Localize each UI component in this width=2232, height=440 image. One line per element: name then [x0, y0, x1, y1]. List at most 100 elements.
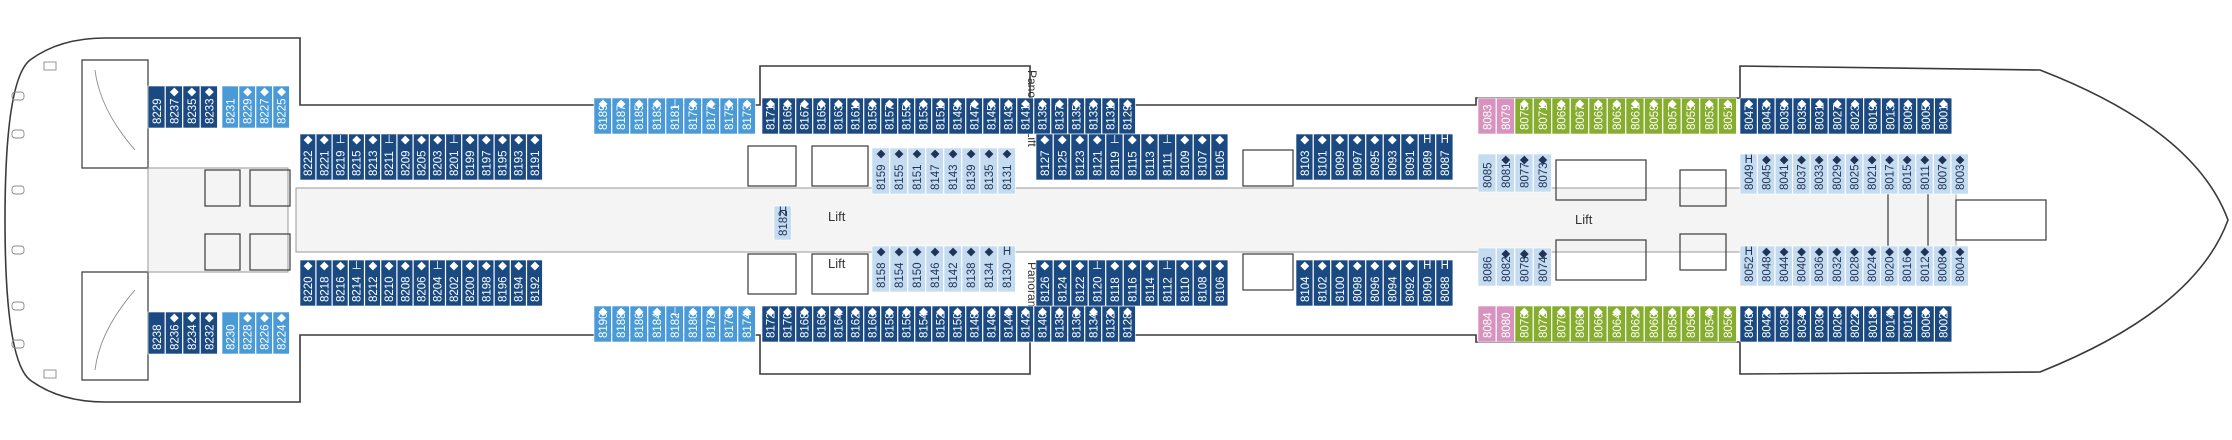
cabin-8001[interactable]: 8001◆ [1934, 97, 1953, 135]
cabin-8151[interactable]: 8151◆ [907, 147, 926, 195]
cabin-8080[interactable]: 8080 [1496, 305, 1515, 343]
cabin-8083[interactable]: 8083 [1477, 97, 1497, 135]
cabin-8033[interactable]: 8033◆ [1810, 153, 1828, 195]
cabin-8135[interactable]: 8135◆ [979, 147, 998, 195]
cabin-8109[interactable]: 8109◆ [1175, 133, 1194, 181]
cabin-8173[interactable]: 8173◆ [737, 97, 756, 135]
cabin-8010[interactable]: 8010◆ [1899, 305, 1917, 343]
cabin-8179[interactable]: 8179◆ [683, 97, 702, 135]
cabin-8108[interactable]: 8108◆ [1193, 259, 1211, 307]
cabin-8062[interactable]: 8062◆ [1625, 305, 1645, 343]
cabin-8137[interactable]: 8137◆ [1050, 97, 1068, 135]
cabin-8102[interactable]: 8102◆ [1313, 259, 1331, 307]
cabin-8178[interactable]: 8178◆ [701, 305, 720, 343]
cabin-8027[interactable]: 8027◆ [1828, 97, 1846, 135]
cabin-8099[interactable]: 8099◆ [1330, 133, 1349, 181]
cabin-8191[interactable]: 8191◆ [526, 133, 543, 181]
cabin-8065[interactable]: 8065◆ [1588, 97, 1608, 135]
cabin-8128[interactable]: 8128◆ [1118, 305, 1136, 343]
cabin-8237[interactable]: 8237◆ [165, 85, 183, 129]
cabin-8041[interactable]: 8041◆ [1774, 153, 1793, 195]
cabin-8047[interactable]: 8047◆ [1739, 97, 1758, 135]
cabin-8183[interactable]: 8183◆ [647, 97, 666, 135]
cabin-8069[interactable]: 8069◆ [1551, 97, 1571, 135]
cabin-8075[interactable]: 8075◆ [1514, 97, 1534, 135]
cabin-8054[interactable]: 8054◆ [1699, 305, 1719, 343]
cabin-8149[interactable]: 8149◆ [948, 97, 966, 135]
cabin-8023[interactable]: 8023◆ [1845, 97, 1864, 135]
cabin-8092[interactable]: 8092◆ [1400, 259, 1419, 307]
cabin-8180[interactable]: 8180◆ [683, 305, 702, 343]
cabin-8105[interactable]: 8105◆ [1210, 133, 1229, 181]
cabin-8134[interactable]: 8134◆ [979, 245, 998, 293]
cabin-8159[interactable]: 8159◆ [863, 97, 881, 135]
cabin-8044[interactable]: 8044◆ [1774, 245, 1793, 287]
cabin-8152[interactable]: 8152◆ [931, 305, 949, 343]
cabin-8024[interactable]: 8024◆ [1862, 245, 1881, 287]
cabin-8046[interactable]: 8046◆ [1739, 305, 1758, 343]
cabin-8224[interactable]: 8224◆ [272, 311, 290, 355]
cabin-8233[interactable]: 8233◆ [200, 85, 218, 129]
cabin-8208[interactable]: 8208◆ [396, 259, 414, 307]
cabin-8175[interactable]: 8175◆ [719, 97, 738, 135]
cabin-8167[interactable]: 8167◆ [795, 97, 813, 135]
cabin-8022[interactable]: 8022◆ [1845, 305, 1864, 343]
cabin-8067[interactable]: 8067◆ [1570, 97, 1589, 135]
cabin-8187[interactable]: 8187◆ [611, 97, 630, 135]
cabin-8148[interactable]: 8148◆ [965, 305, 983, 343]
cabin-8072[interactable]: 8072◆ [1533, 305, 1552, 343]
cabin-8035[interactable]: 8035◆ [1792, 97, 1811, 135]
cabin-8204[interactable]: 8204⊥ [429, 259, 446, 307]
cabin-8135[interactable]: 8135◆ [1067, 97, 1085, 135]
cabin-8209[interactable]: 8209◆ [396, 133, 414, 181]
cabin-8006[interactable]: 8006◆ [1916, 305, 1935, 343]
cabin-8114[interactable]: 8114◆ [1140, 259, 1159, 307]
cabin-8229[interactable]: 8229 [147, 85, 166, 129]
cabin-8113[interactable]: 8113◆ [1140, 133, 1159, 181]
cabin-8146[interactable]: 8146◆ [982, 305, 1000, 343]
cabin-8078[interactable]: 8078◆ [1514, 247, 1534, 287]
cabin-8225[interactable]: 8225◆ [272, 85, 290, 129]
cabin-8215[interactable]: 8215◆ [348, 133, 365, 181]
cabin-8123[interactable]: 8123◆ [1070, 133, 1089, 181]
cabin-8045[interactable]: 8045◆ [1757, 153, 1775, 195]
cabin-8002[interactable]: 8002◆ [1934, 305, 1953, 343]
cabin-8091[interactable]: 8091◆ [1400, 133, 1419, 181]
cabin-8193[interactable]: 8193◆ [510, 133, 527, 181]
cabin-8218[interactable]: 8218◆ [315, 259, 333, 307]
cabin-8134[interactable]: 8134◆ [1084, 305, 1102, 343]
cabin-8160[interactable]: 8160◆ [863, 305, 881, 343]
cabin-8131[interactable]: 8131◆ [997, 147, 1016, 195]
cabin-8122[interactable]: 8122◆ [1070, 259, 1089, 307]
cabin-8232[interactable]: 8232◆ [200, 311, 218, 355]
cabin-8059[interactable]: 8059◆ [1644, 97, 1663, 135]
cabin-8100[interactable]: 8100◆ [1330, 259, 1349, 307]
cabin-8082[interactable]: 8082◆ [1496, 247, 1515, 287]
cabin-8222[interactable]: 8222◆ [299, 133, 316, 181]
cabin-8030[interactable]: 8030◆ [1810, 305, 1829, 343]
cabin-8219[interactable]: 8219⊥ [332, 133, 349, 181]
cabin-8198[interactable]: 8198◆ [477, 259, 495, 307]
cabin-8097[interactable]: 8097◆ [1348, 133, 1366, 181]
cabin-8042[interactable]: 8042◆ [1757, 305, 1776, 343]
cabin-8055[interactable]: 8055◆ [1681, 97, 1700, 135]
cabin-8121[interactable]: 8121◆ [1088, 133, 1106, 181]
cabin-8101[interactable]: 8101◆ [1313, 133, 1331, 181]
cabin-8085[interactable]: 8085 [1477, 153, 1497, 193]
cabin-8211[interactable]: 8211⊥ [380, 133, 397, 181]
cabin-8036[interactable]: 8036◆ [1810, 245, 1828, 287]
cabin-8077[interactable]: 8077◆ [1514, 153, 1534, 193]
cabin-8162[interactable]: 8162◆ [846, 305, 864, 343]
cabin-8093[interactable]: 8093◆ [1383, 133, 1401, 181]
cabin-8176[interactable]: 8176◆ [719, 305, 738, 343]
cabin-8170[interactable]: 8170◆ [778, 305, 796, 343]
cabin-8154[interactable]: 8154◆ [914, 305, 932, 343]
cabin-8116[interactable]: 8116◆ [1123, 259, 1141, 307]
cabin-8008[interactable]: 8008◆ [1933, 245, 1951, 287]
